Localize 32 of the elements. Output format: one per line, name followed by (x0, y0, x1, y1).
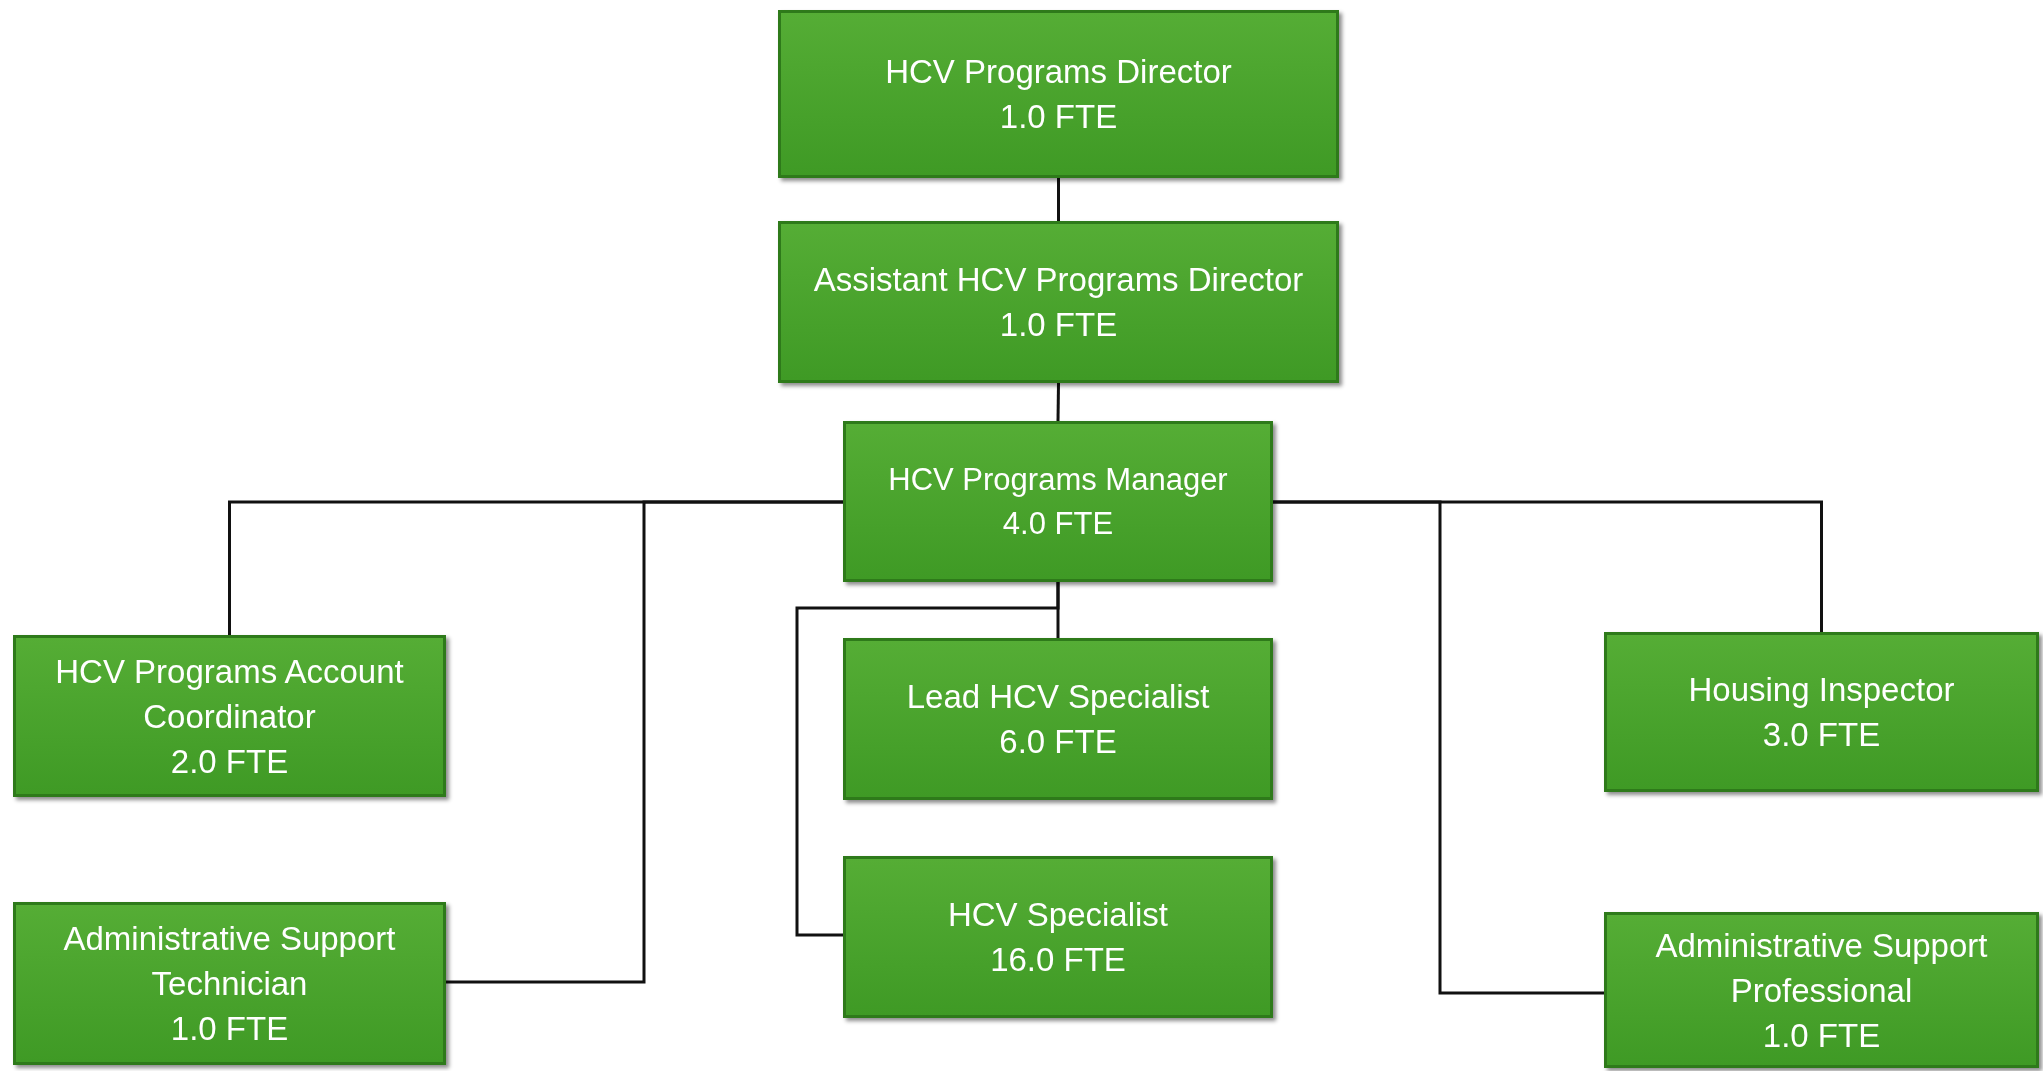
job-title: HCV Specialist (947, 895, 1169, 935)
fte-count: 16.0 FTE (990, 940, 1126, 980)
job-title: Housing Inspector (1688, 670, 1955, 710)
job-title: Lead HCV Specialist (906, 677, 1210, 717)
connector-line (1273, 500, 1604, 995)
job-title: HCV Programs Account Coordinator (54, 651, 405, 737)
position-box (843, 856, 1273, 1018)
position-box (13, 635, 446, 797)
connector-line (446, 500, 843, 984)
connector-line (1057, 178, 1060, 221)
fte-count: 1.0 FTE (999, 97, 1118, 137)
position-box (1604, 632, 2039, 792)
job-title: Assistant HCV Programs Director (813, 260, 1304, 300)
job-title: HCV Programs Manager (888, 460, 1228, 499)
position-box (13, 902, 446, 1065)
fte-count: 6.0 FTE (999, 722, 1117, 762)
job-title: HCV Programs Director (885, 52, 1232, 92)
fte-count: 3.0 FTE (1762, 715, 1881, 755)
job-title: Administrative Support Professional (1654, 925, 1989, 1011)
position-box (1604, 912, 2039, 1068)
position-box (778, 10, 1339, 178)
connector-line (795, 582, 1060, 937)
position-box (843, 421, 1273, 582)
job-title: Administrative Support Technician (62, 919, 397, 1004)
fte-count: 1.0 FTE (1762, 1015, 1881, 1056)
fte-count: 2.0 FTE (170, 741, 289, 782)
connector-line (1056, 382, 1060, 422)
fte-count: 4.0 FTE (1002, 504, 1114, 543)
fte-count: 1.0 FTE (170, 1009, 289, 1049)
position-box (843, 638, 1273, 800)
position-box (778, 221, 1339, 383)
fte-count: 1.0 FTE (999, 305, 1118, 345)
